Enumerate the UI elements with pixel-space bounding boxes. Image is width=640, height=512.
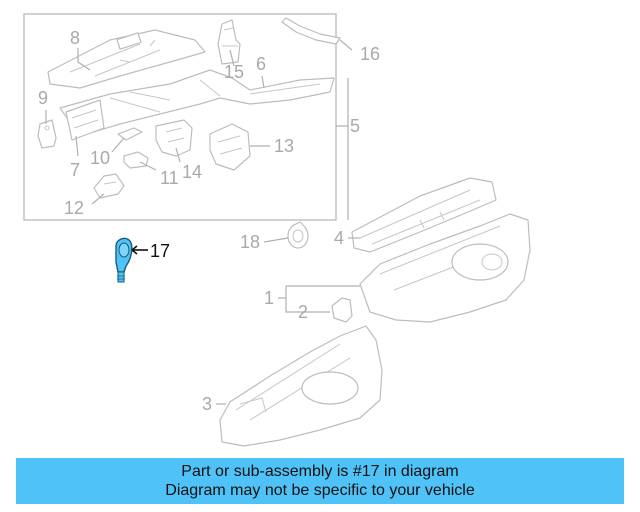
callout-18: 18 [240,232,260,252]
callout-3: 3 [202,394,212,414]
part-9-gusset[interactable] [37,119,57,149]
subassembly-frame [23,13,337,221]
part-10-clip[interactable] [117,127,143,141]
callout-1: 1 [264,288,274,308]
part-8-upper-rail[interactable] [47,29,206,89]
part-4-upper-reinforcement[interactable] [351,177,497,253]
callout-14: 14 [182,162,202,182]
callout-16: 16 [360,44,380,64]
banner-line-1: Part or sub-assembly is #17 in diagram [181,463,459,480]
part-13-reinforcement[interactable] [209,123,251,171]
callout-15: 15 [224,62,244,82]
callout-4: 4 [334,228,344,248]
callout-6: 6 [256,54,266,74]
callout-10: 10 [90,148,110,168]
part-17-highlighted[interactable] [115,237,133,283]
callout-7: 7 [70,160,80,180]
callout-5: 5 [350,116,360,136]
callout-9: 9 [38,88,48,108]
part-15-bracket[interactable] [217,19,241,65]
callout-17: 17 [150,241,170,261]
part-6-side-rail[interactable] [59,69,335,137]
callout-13: 13 [274,136,294,156]
callout-2: 2 [298,302,308,322]
part-2-bracket[interactable] [331,297,353,323]
leader-lines [45,39,360,405]
part-14-bracket[interactable] [155,119,193,157]
callout-labels: 8 15 6 9 7 10 11 14 13 12 16 5 18 4 1 2 … [38,28,380,414]
part-12-bracket[interactable] [93,173,125,199]
part-18-grommet[interactable] [287,221,309,249]
callout-12: 12 [64,198,84,218]
info-banner: Part or sub-assembly is #17 in diagram D… [16,458,624,504]
parts-diagram: 8 15 6 9 7 10 11 14 13 12 16 5 18 4 1 2 … [23,13,531,447]
callout-11: 11 [160,168,179,188]
part-3-fender-apron[interactable] [219,325,383,447]
callout-8: 8 [70,28,80,48]
part-11-pad[interactable] [123,151,149,169]
banner-line-2: Diagram may not be specific to your vehi… [165,482,475,499]
part-7-end-plate[interactable] [65,99,105,141]
part-16-strip[interactable] [281,17,341,45]
part-1-fender-apron[interactable] [359,213,531,323]
